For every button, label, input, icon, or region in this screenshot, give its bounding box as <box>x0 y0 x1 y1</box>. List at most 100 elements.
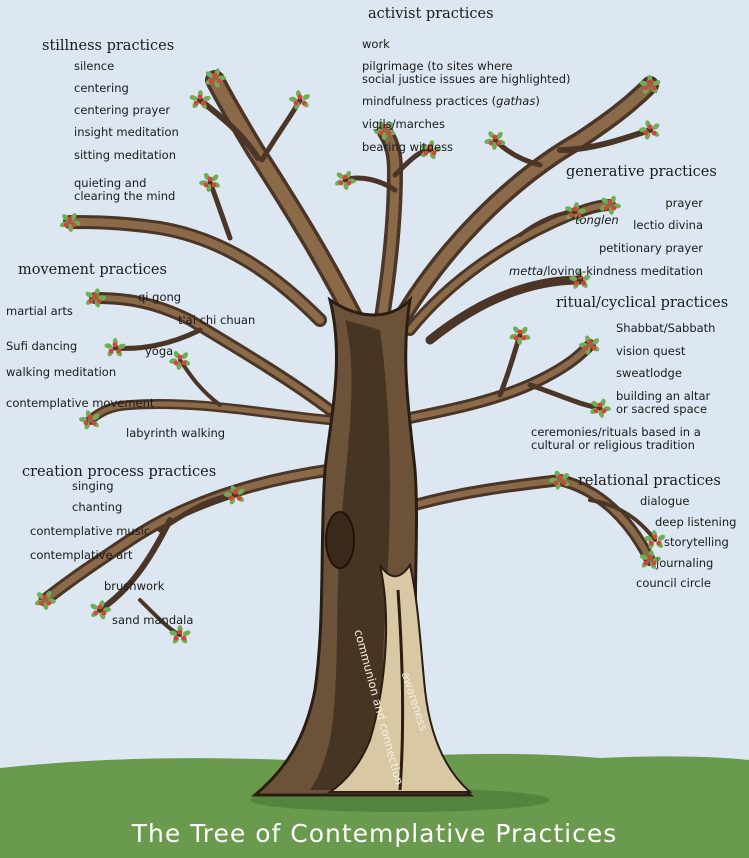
blossom <box>94 611 99 616</box>
tree-knot <box>326 512 354 568</box>
movement-item-martial-arts: martial arts <box>6 305 73 318</box>
blossom <box>648 555 653 560</box>
blossom <box>109 349 114 354</box>
generative-item-petitionary: petitionary prayer <box>599 242 703 255</box>
relational-item-council: council circle <box>636 577 711 590</box>
blossom <box>174 361 179 366</box>
movement-item-labyrinth: labyrinth walking <box>126 427 225 440</box>
blossom <box>558 475 563 480</box>
blossom <box>493 135 498 140</box>
blossom <box>204 183 209 188</box>
ritual-item-shabbat: Shabbat/Sabbath <box>616 322 715 335</box>
generative-heading: generative practices <box>566 164 717 180</box>
blossom <box>648 125 653 130</box>
relational-item-deep-listening: deep listening <box>655 516 736 529</box>
creation-item-mandala: sand mandala <box>112 614 193 627</box>
creation-item-brushwork: brushwork <box>104 580 164 593</box>
blossom <box>514 336 519 341</box>
relational-heading: relational practices <box>578 473 721 489</box>
movement-heading: movement practices <box>18 262 167 278</box>
blossom <box>608 200 613 205</box>
blossom <box>573 207 578 212</box>
ritual-item-ceremonies-2: cultural or religious tradition <box>531 439 695 452</box>
movement-item-sufi: Sufi dancing <box>6 340 77 353</box>
ritual-item-sweatlodge: sweatlodge <box>616 367 682 380</box>
blossom <box>594 409 599 414</box>
creation-item-art: contemplative art <box>30 549 133 562</box>
movement-item-walking: walking meditation <box>6 366 116 379</box>
blossom <box>343 175 348 180</box>
stillness-heading: stillness practices <box>42 38 174 54</box>
generative-item-lectio: lectio divina <box>633 219 703 232</box>
blossom <box>518 330 523 335</box>
blossom <box>182 636 187 641</box>
blossom <box>652 86 657 91</box>
creation-item-chanting: chanting <box>72 501 122 514</box>
stillness-item-insight: insight meditation <box>74 126 179 139</box>
blossom <box>178 630 183 635</box>
movement-item-taichi: t'ai chi chuan <box>178 314 255 327</box>
generative-item-tonglen: tonglen <box>575 214 619 227</box>
blossom <box>569 213 574 218</box>
blossom <box>489 141 494 146</box>
blossom <box>592 346 597 351</box>
stillness-item-quieting-2: clearing the mind <box>74 190 175 203</box>
creation-item-singing: singing <box>72 480 114 493</box>
blossom <box>43 595 48 600</box>
blossom <box>92 421 97 426</box>
blossom <box>582 281 587 286</box>
relational-item-storytelling: storytelling <box>664 536 729 549</box>
blossom <box>209 79 214 84</box>
blossom <box>339 181 344 186</box>
blossom <box>588 340 593 345</box>
blossom <box>72 223 77 228</box>
blossom <box>584 346 589 351</box>
blossom <box>102 611 107 616</box>
blossom <box>113 343 118 348</box>
blossom <box>89 299 94 304</box>
stillness-item-centering-prayer: centering prayer <box>74 104 170 117</box>
blossom <box>97 299 102 304</box>
blossom <box>644 86 649 91</box>
leaf <box>301 93 310 101</box>
generative-item-metta: metta/loving-kindness meditation <box>509 265 703 278</box>
blossom <box>217 79 222 84</box>
leaf <box>189 94 198 101</box>
relational-item-journaling: journaling <box>656 557 713 570</box>
blossom <box>182 361 187 366</box>
stillness-item-silence: silence <box>74 60 114 73</box>
activist-item-work: work <box>362 38 390 51</box>
blossom <box>212 183 217 188</box>
ritual-item-vision: vision quest <box>616 345 685 358</box>
blossom <box>194 101 199 106</box>
ritual-item-altar-2: or sacred space <box>616 403 707 416</box>
movement-item-contemplative: contemplative movement <box>6 397 154 410</box>
blossom <box>653 535 658 540</box>
blossom <box>387 131 392 136</box>
blossom <box>202 101 207 106</box>
blossom <box>644 131 649 136</box>
blossom <box>174 636 179 641</box>
blossom <box>213 73 218 78</box>
ritual-heading: ritual/cyclical practices <box>556 295 728 311</box>
activist-item-mindfulness: mindfulness practices (gathas) <box>362 95 540 108</box>
blossom <box>64 223 69 228</box>
blossom <box>649 541 654 546</box>
page-title: The Tree of Contemplative Practices <box>0 819 749 848</box>
blossom <box>117 349 122 354</box>
blossom <box>39 601 44 606</box>
relational-item-dialogue: dialogue <box>640 495 689 508</box>
blossom <box>208 177 213 182</box>
blossom <box>298 95 303 100</box>
blossom <box>237 496 242 501</box>
blossom <box>598 403 603 408</box>
blossom <box>68 217 73 222</box>
blossom <box>602 409 607 414</box>
activist-item-vigils: vigils/marches <box>362 118 445 131</box>
creation-item-music: contemplative music <box>30 525 150 538</box>
blossom <box>657 541 662 546</box>
movement-item-yoga: yoga <box>145 345 173 358</box>
blossom <box>198 95 203 100</box>
blossom <box>522 336 527 341</box>
